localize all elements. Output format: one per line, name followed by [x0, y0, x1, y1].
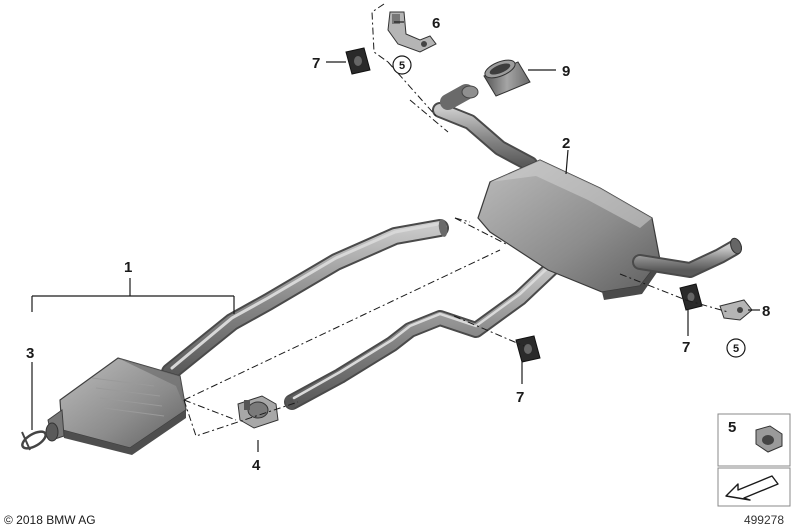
legend-arrow-box	[717, 467, 791, 507]
upper-connecting-pipe	[432, 84, 538, 172]
circled-reference-5-top: 5	[392, 55, 412, 75]
rear-tailpipe	[632, 237, 742, 278]
callout-8: 8	[762, 303, 770, 320]
callout-1: 1	[124, 259, 132, 276]
leader-lines	[31, 21, 760, 452]
legend-nut-box: 5	[717, 413, 791, 467]
hanger-bracket-icon-top	[387, 11, 437, 53]
callout-2: 2	[562, 135, 570, 152]
hanger-bracket-icon-right	[719, 299, 753, 321]
callout-6: 6	[432, 15, 440, 32]
hose-clamp-icon	[21, 430, 47, 451]
callout-9: 9	[562, 63, 570, 80]
callout-4: 4	[252, 457, 261, 474]
tailpipe-trim	[483, 59, 531, 97]
rubber-mount-icon-center	[515, 335, 541, 363]
flange-nut-icon	[755, 425, 783, 453]
arrow-icon	[725, 475, 779, 501]
front-pipe-part-1	[161, 219, 449, 381]
callout-7-center: 7	[516, 389, 524, 406]
callout-7-top: 7	[312, 55, 320, 72]
circled-5-top-label: 5	[399, 60, 405, 72]
intermediate-pipe	[284, 256, 564, 410]
rear-muffler	[477, 159, 661, 300]
callout-3: 3	[26, 345, 34, 362]
circled-5-right-label: 5	[733, 343, 739, 355]
callout-7-right: 7	[682, 339, 690, 356]
circled-reference-5-right: 5	[726, 338, 746, 358]
legend-nut-label: 5	[728, 419, 736, 436]
diagram-reference-id: 499278	[743, 513, 784, 527]
assembly-lines	[183, 3, 729, 437]
copyright-text: © 2018 BMW AG	[4, 513, 96, 527]
catalytic-converter	[45, 357, 187, 455]
rubber-mount-icon-top	[345, 47, 371, 75]
rubber-mount-icon-right	[679, 283, 703, 311]
clamp-icon	[237, 395, 279, 429]
